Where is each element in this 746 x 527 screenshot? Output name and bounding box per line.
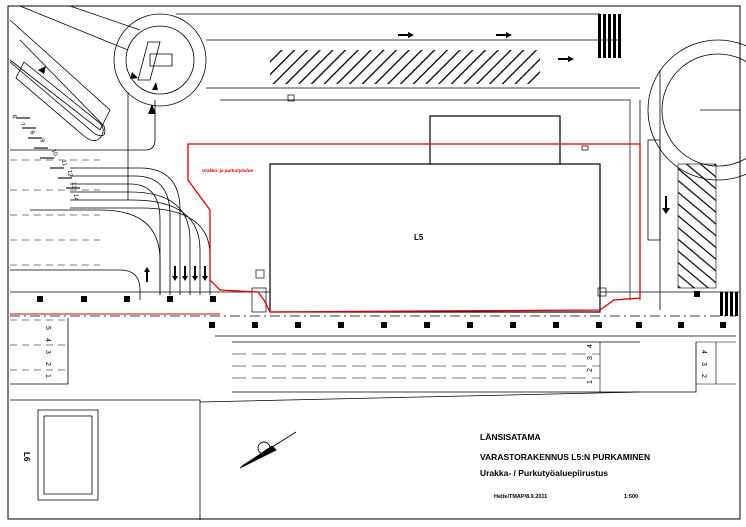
- curved-approach-lanes: [10, 167, 211, 300]
- bollard-row-lower: [209, 322, 726, 328]
- bollard-row-upper: [37, 291, 700, 302]
- quay-road: [10, 291, 740, 393]
- lane-tick-marks: [16, 117, 80, 189]
- lane-number-center: 3: [587, 356, 594, 360]
- parking-hatch-top: [270, 50, 540, 84]
- lane-number-left-bottom: 3: [44, 350, 51, 354]
- lane-number-left-bottom: 1: [44, 374, 51, 378]
- center-lanes: [232, 342, 601, 392]
- ramp-islands: [15, 41, 173, 141]
- top-road-arrows: [398, 32, 574, 62]
- lane-number-left-top: 9: [38, 138, 45, 144]
- lane-number-left-top: 12: [66, 170, 73, 178]
- left-lanes: [10, 159, 100, 371]
- building-label: L5: [414, 233, 424, 242]
- lane-number-left-bottom: 5: [44, 326, 51, 330]
- parking-hatch-right: [678, 164, 716, 288]
- lane-number-left-top: 8: [28, 130, 35, 136]
- lane-number-left-top: 10: [50, 149, 58, 158]
- lane-number-right: 2: [700, 374, 707, 378]
- lane-number-left-top: 11: [60, 159, 67, 167]
- lane-number-left-top: 7: [18, 122, 25, 128]
- lane-number-left-top: 13: [70, 182, 76, 190]
- crosswalk-top: [598, 14, 621, 58]
- roundabout-left: [9, 5, 640, 200]
- right-lanes: [696, 341, 736, 385]
- lane-number-left-bottom: 4: [44, 338, 51, 342]
- lane-number-left-bottom: 2: [44, 362, 51, 366]
- right-road-arrow: [662, 196, 670, 214]
- building-l5: [269, 115, 601, 313]
- lane-number-left-top: 6: [10, 114, 17, 120]
- drawing-frame: [7, 5, 741, 520]
- north-arrow-icon: [239, 431, 297, 469]
- right-road: [639, 70, 661, 310]
- lane-arrows-down: [144, 266, 208, 282]
- crosswalk-right: [720, 292, 738, 316]
- title-project: VARASTORAKENNUS L5:N PURKAMINEN: [480, 452, 650, 462]
- work-area-label: Urakka- ja purkutyöalue: [202, 168, 254, 173]
- roundabout-arrows: [38, 66, 158, 114]
- lane-number-right: 3: [700, 362, 707, 366]
- title-author-date: Helte/TMAP/8.9.2011: [494, 494, 547, 500]
- lane-number-left-top: 14: [72, 194, 78, 201]
- title-drawing: Urakka- / Purkutyöaluepiirustus: [480, 468, 608, 478]
- work-area-boundary: [187, 143, 641, 313]
- building-surroundings: [220, 94, 631, 313]
- roundabout-right: [647, 39, 746, 181]
- title-place: LÄNSISATAMA: [480, 432, 541, 442]
- lane-number-center: 1: [587, 380, 594, 384]
- lower-area: [10, 318, 697, 520]
- lane-number-center: 2: [587, 368, 594, 372]
- l6-label: L6: [22, 452, 31, 462]
- lane-number-right: 4: [700, 350, 707, 354]
- lane-number-center: 4: [587, 344, 594, 348]
- title-scale: 1:500: [624, 494, 638, 500]
